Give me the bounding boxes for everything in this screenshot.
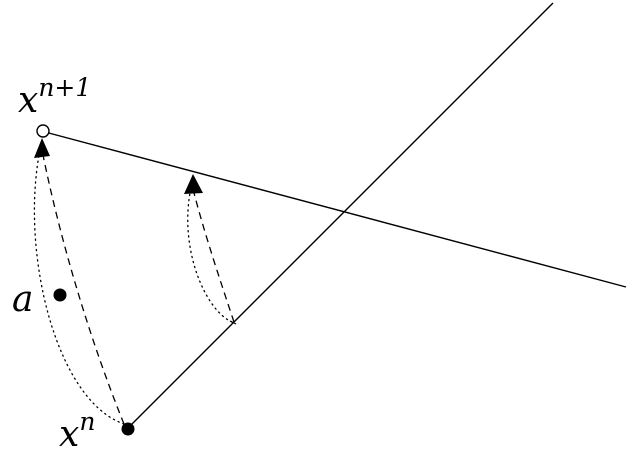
inner-dashed-arrow-path	[193, 192, 235, 323]
label-x-n-plus-1-sup: n+1	[38, 73, 91, 102]
inner-start-tick	[229, 320, 237, 325]
label-x-n: xn	[59, 407, 95, 452]
label-x-n-plus-1: xn+1	[18, 73, 91, 121]
outer-arrowhead	[34, 138, 50, 158]
point-a	[53, 288, 67, 302]
point-x-n	[121, 422, 135, 436]
inner-arrowhead	[184, 174, 203, 194]
point-x-n-plus-1	[36, 124, 50, 138]
line-through-x-n	[127, 2, 554, 429]
label-a: a	[12, 279, 33, 320]
outer-dotted-arrow-path	[33, 149, 125, 425]
line-through-x-n-plus-1	[44, 131, 627, 288]
inner-dotted-arrow-path	[187, 192, 233, 323]
label-x-n-plus-1-base: x	[18, 80, 38, 121]
label-x-n-base: x	[59, 414, 79, 452]
label-x-n-sup: n	[79, 407, 95, 436]
outer-dashed-arrow-path	[41, 149, 125, 425]
